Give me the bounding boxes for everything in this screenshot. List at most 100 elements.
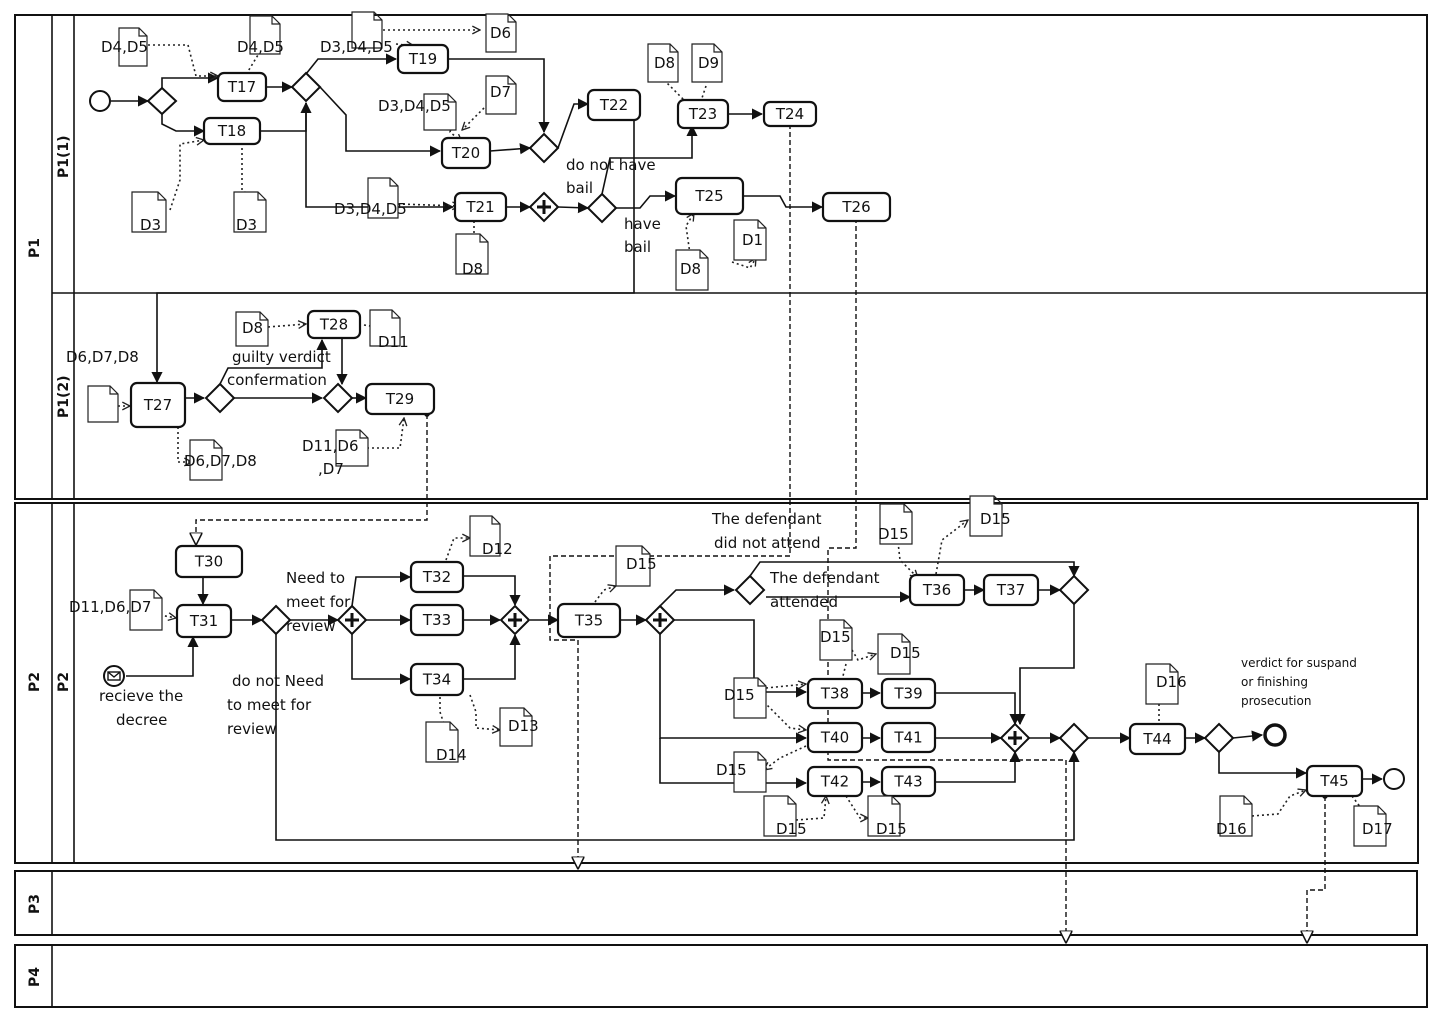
document-d-t19a: D3,D4,D5 <box>320 11 393 56</box>
task-label: T43 <box>893 773 922 791</box>
lane-label-p1-1: P1(1) <box>56 135 72 178</box>
task-t37: T37 <box>982 573 1040 607</box>
exclusive-gateway-icon <box>146 86 178 116</box>
document-label: D15 <box>878 525 909 543</box>
document-label: D15 <box>820 628 851 646</box>
lane-label-p1-2: P1(2) <box>56 375 72 418</box>
document-icon <box>969 495 1003 537</box>
document-d-t20a: D3,D4,D5 <box>378 93 457 131</box>
start-event-icon <box>89 90 111 112</box>
label-no-need-review: review <box>227 720 277 738</box>
task-t27: T27 <box>129 381 187 429</box>
document-label: D11 <box>378 333 409 351</box>
document-d-t29a2: ,D7 <box>318 460 344 478</box>
document-d-t28b: D11 <box>369 309 409 351</box>
label-have-bail: bail <box>624 238 651 256</box>
document-icon <box>675 249 709 291</box>
task-label: T34 <box>422 671 451 689</box>
events <box>89 90 1405 790</box>
document-icon <box>129 589 163 631</box>
document-d-t25b: D1 <box>733 219 767 261</box>
document-d-t38b: D15 <box>877 633 921 675</box>
document-icon <box>367 177 399 219</box>
exclusive-gateway-icon <box>322 382 354 414</box>
label-defendant-attended: The defendant <box>769 569 880 587</box>
document-icon <box>425 721 459 763</box>
document-label: D15 <box>876 820 907 838</box>
parallel-gateway-icon <box>644 604 676 636</box>
task-t42: T42 <box>806 765 864 798</box>
task-label: T27 <box>143 396 172 414</box>
document-label: D15 <box>980 510 1011 528</box>
document-icon <box>1219 795 1253 837</box>
document-label: D6 <box>490 24 511 42</box>
task-label: T22 <box>599 96 628 114</box>
document-icon <box>733 219 767 261</box>
document-icon <box>369 309 401 347</box>
label-need-review: meet for <box>286 593 351 611</box>
label-no-need-review: to meet for <box>227 696 312 714</box>
task-t44: T44 <box>1128 722 1187 756</box>
document-label: D11,D6,D7 <box>69 598 151 616</box>
task-label: T40 <box>820 729 849 747</box>
document-label: D3 <box>236 216 257 234</box>
task-t26: T26 <box>821 191 892 223</box>
label-no-bail: bail <box>566 179 593 197</box>
sequence-flows-p1-2 <box>185 338 368 404</box>
document-d-t21a: D3,D4,D5 <box>334 177 407 219</box>
document-d-t34b: D13 <box>499 707 539 747</box>
document-label: ,D7 <box>318 460 344 478</box>
document-label: D15 <box>890 644 921 662</box>
document-d-t38c: D15 <box>724 677 767 719</box>
document-label: D4,D5 <box>101 38 148 56</box>
task-t36: T36 <box>908 573 966 607</box>
document-label: D15 <box>724 686 755 704</box>
document-d-t23b: D9 <box>691 43 723 83</box>
task-t32: T32 <box>409 560 465 594</box>
task-t40: T40 <box>806 721 864 754</box>
label-no-need-review: do not Need <box>232 672 324 690</box>
document-icon <box>691 43 723 83</box>
task-label: T39 <box>893 685 922 703</box>
end-event-icon <box>1383 768 1405 790</box>
document-d-t36a: D15 <box>878 503 913 545</box>
document-d-t32: D12 <box>469 515 513 558</box>
task-t25: T25 <box>674 176 745 216</box>
task-label: T21 <box>465 198 494 216</box>
pool-label-p4: P4 <box>27 967 43 987</box>
document-icon <box>819 619 853 661</box>
document-d-t40: D15 <box>716 751 767 793</box>
document-label: D7 <box>490 83 511 101</box>
task-t34: T34 <box>409 662 465 697</box>
exclusive-gateway-icon <box>1058 722 1090 754</box>
document-label: D14 <box>436 746 467 764</box>
document-d-t17b: D4,D5 <box>237 15 284 56</box>
document-icon <box>647 43 679 83</box>
task-label: T29 <box>385 390 414 408</box>
label-need-review: review <box>286 617 336 635</box>
annotations: do not have bail have bail guilty verdic… <box>99 156 1357 738</box>
task-t21: T21 <box>453 191 508 223</box>
document-icon <box>763 795 797 837</box>
document-d-t28a: D8 <box>235 311 269 347</box>
task-label: T20 <box>451 144 480 162</box>
exclusive-gateway-icon <box>734 574 766 606</box>
task-label: T18 <box>217 122 246 140</box>
document-d-t27b <box>87 385 119 423</box>
task-label: T44 <box>1142 730 1171 748</box>
document-label: D3,D4,D5 <box>320 38 393 56</box>
document-icon <box>733 677 767 719</box>
exclusive-gateway-icon <box>528 132 560 164</box>
document-icon <box>423 93 457 131</box>
document-label: D1 <box>742 231 763 249</box>
task-label: T33 <box>422 611 451 629</box>
document-label: D8 <box>462 260 483 278</box>
document-d-t21b: D8 <box>455 233 489 278</box>
task-label: T24 <box>775 105 804 123</box>
end-event-icon <box>1263 723 1287 747</box>
document-d-t19b: D6 <box>485 13 517 53</box>
task-label: T36 <box>922 581 951 599</box>
document-d-t44: D16 <box>1145 663 1187 705</box>
task-label: T37 <box>996 581 1025 599</box>
